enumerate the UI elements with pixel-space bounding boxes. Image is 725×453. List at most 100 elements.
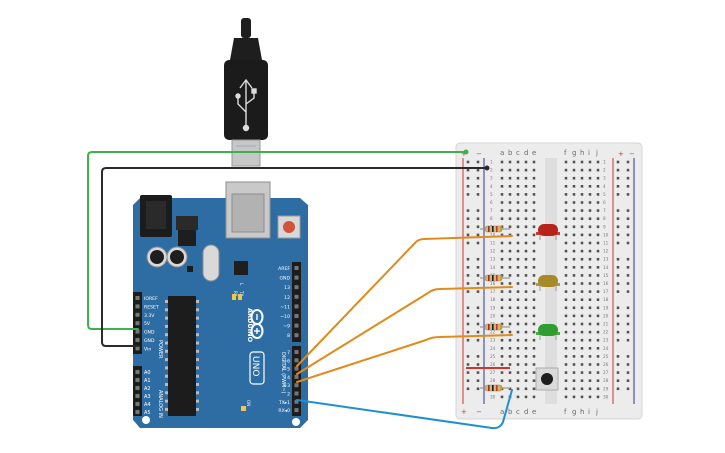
breadboard-hole[interactable]	[588, 201, 592, 204]
header-pin[interactable]	[294, 408, 299, 413]
breadboard-hole[interactable]	[508, 347, 512, 350]
rail-hole[interactable]	[466, 371, 470, 374]
breadboard-hole[interactable]	[596, 176, 600, 180]
breadboard-hole[interactable]	[508, 209, 512, 212]
breadboard-hole[interactable]	[596, 168, 600, 172]
breadboard-hole[interactable]	[572, 282, 576, 285]
rail-hole[interactable]	[626, 379, 630, 382]
rail-hole[interactable]	[476, 160, 480, 164]
breadboard-hole[interactable]	[580, 201, 584, 204]
breadboard-hole[interactable]	[572, 379, 576, 382]
rail-hole[interactable]	[466, 241, 470, 245]
breadboard-hole[interactable]	[516, 160, 520, 164]
breadboard-hole[interactable]	[596, 282, 600, 285]
header-pin[interactable]	[294, 323, 299, 328]
breadboard-hole[interactable]	[588, 322, 592, 326]
breadboard-hole[interactable]	[580, 347, 584, 350]
breadboard-hole[interactable]	[516, 266, 520, 269]
rail-hole[interactable]	[476, 266, 480, 269]
rail-hole[interactable]	[476, 322, 480, 326]
breadboard-hole[interactable]	[580, 338, 584, 342]
breadboard-hole[interactable]	[572, 298, 576, 301]
breadboard-hole[interactable]	[524, 176, 528, 180]
breadboard-hole[interactable]	[596, 241, 600, 245]
rail-hole[interactable]	[616, 282, 620, 285]
breadboard-hole[interactable]	[500, 363, 504, 366]
header-pin[interactable]	[294, 391, 299, 396]
breadboard-hole[interactable]	[500, 201, 504, 204]
breadboard-hole[interactable]	[596, 387, 600, 391]
breadboard-hole[interactable]	[532, 387, 536, 391]
breadboard-hole[interactable]	[508, 338, 512, 342]
breadboard-hole[interactable]	[588, 387, 592, 391]
breadboard-hole[interactable]	[572, 363, 576, 366]
breadboard-hole[interactable]	[524, 330, 528, 334]
breadboard-hole[interactable]	[572, 176, 576, 180]
rail-hole[interactable]	[626, 217, 630, 220]
breadboard-hole[interactable]	[516, 282, 520, 285]
breadboard-hole[interactable]	[580, 193, 584, 196]
breadboard-hole[interactable]	[580, 355, 584, 358]
breadboard-hole[interactable]	[572, 290, 576, 293]
breadboard-hole[interactable]	[508, 201, 512, 204]
breadboard-hole[interactable]	[580, 176, 584, 180]
rail-hole[interactable]	[616, 185, 620, 188]
breadboard-hole[interactable]	[508, 249, 512, 253]
breadboard-hole[interactable]	[508, 290, 512, 293]
rail-hole[interactable]	[476, 185, 480, 188]
breadboard-hole[interactable]	[524, 225, 528, 229]
breadboard-hole[interactable]	[588, 225, 592, 229]
breadboard-hole[interactable]	[532, 347, 536, 350]
breadboard-hole[interactable]	[516, 371, 520, 374]
breadboard-hole[interactable]	[564, 241, 568, 245]
breadboard-hole[interactable]	[588, 395, 592, 399]
breadboard-hole[interactable]	[564, 363, 568, 366]
resistor-1[interactable]	[480, 225, 510, 233]
breadboard-hole[interactable]	[500, 160, 504, 164]
breadboard-hole[interactable]	[588, 355, 592, 358]
rail-hole[interactable]	[466, 225, 470, 229]
header-pin[interactable]	[135, 402, 140, 406]
breadboard-hole[interactable]	[564, 176, 568, 180]
breadboard-hole[interactable]	[516, 233, 520, 237]
breadboard-hole[interactable]	[580, 225, 584, 229]
breadboard-hole[interactable]	[580, 266, 584, 269]
rail-hole[interactable]	[626, 241, 630, 245]
rail-hole[interactable]	[616, 266, 620, 269]
rail-hole[interactable]	[616, 209, 620, 212]
rail-hole[interactable]	[626, 338, 630, 342]
breadboard-hole[interactable]	[588, 185, 592, 188]
breadboard-hole[interactable]	[532, 322, 536, 326]
rail-hole[interactable]	[626, 322, 630, 326]
breadboard-hole[interactable]	[500, 347, 504, 350]
breadboard-hole[interactable]	[580, 241, 584, 245]
rail-hole[interactable]	[616, 217, 620, 220]
breadboard-hole[interactable]	[508, 217, 512, 220]
breadboard-hole[interactable]	[588, 347, 592, 350]
breadboard-hole[interactable]	[596, 347, 600, 350]
breadboard-hole[interactable]	[524, 298, 528, 301]
breadboard-hole[interactable]	[572, 266, 576, 269]
led-yellow[interactable]	[536, 275, 560, 291]
breadboard-hole[interactable]	[524, 395, 528, 399]
breadboard-hole[interactable]	[572, 274, 576, 277]
breadboard-hole[interactable]	[500, 233, 504, 237]
rail-hole[interactable]	[476, 193, 480, 196]
breadboard-hole[interactable]	[532, 379, 536, 382]
breadboard-hole[interactable]	[524, 193, 528, 196]
breadboard-hole[interactable]	[580, 314, 584, 318]
breadboard-hole[interactable]	[564, 387, 568, 391]
breadboard-hole[interactable]	[564, 193, 568, 196]
rail-hole[interactable]	[626, 193, 630, 196]
breadboard-hole[interactable]	[564, 371, 568, 374]
breadboard-hole[interactable]	[500, 266, 504, 269]
pushbutton-cap[interactable]	[541, 373, 553, 385]
breadboard-hole[interactable]	[596, 330, 600, 334]
breadboard-hole[interactable]	[564, 322, 568, 326]
rail-hole[interactable]	[626, 266, 630, 269]
rail-hole[interactable]	[626, 290, 630, 293]
digital-header-bottom[interactable]	[292, 346, 301, 416]
header-pin[interactable]	[294, 383, 299, 388]
breadboard-hole[interactable]	[508, 371, 512, 374]
rail-hole[interactable]	[616, 241, 620, 245]
